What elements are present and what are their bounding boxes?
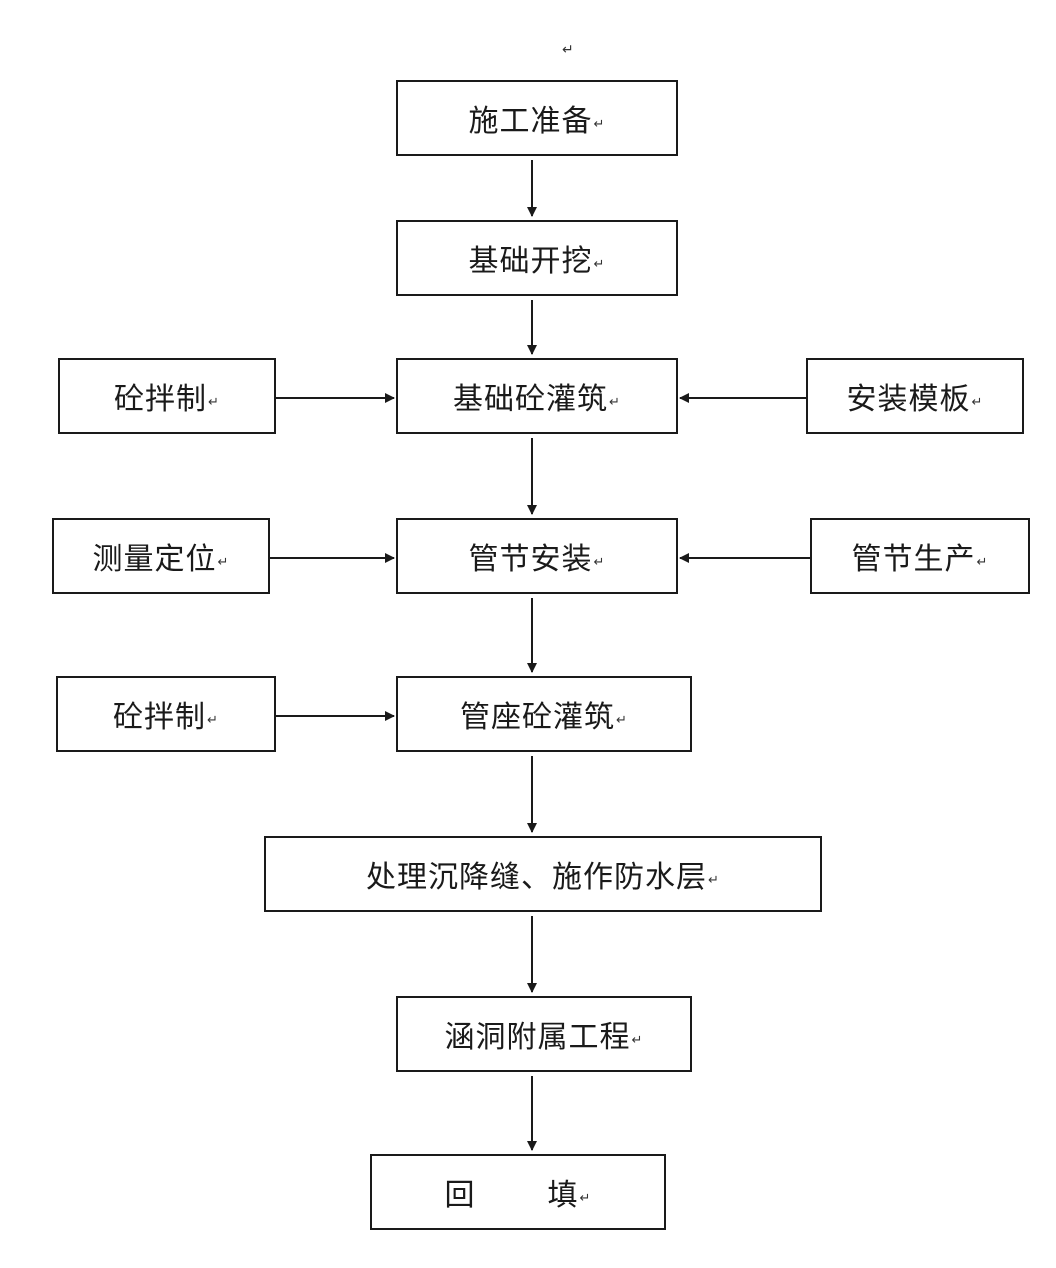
step-foundation-excavation: 基础开挖↵	[396, 220, 678, 296]
step-label: 管节安装	[468, 542, 593, 577]
paragraph-mark: ↵	[708, 872, 720, 888]
input-label: 管节生产	[851, 542, 976, 577]
step-foundation-concrete-pour: 基础砼灌筑↵	[396, 358, 678, 434]
paragraph-mark: ↵	[579, 1190, 592, 1206]
input-install-formwork: 安装模板↵	[806, 358, 1024, 434]
paragraph-mark: ↵	[217, 554, 230, 570]
paragraph-mark: ↵	[631, 1032, 644, 1048]
step-label: 基础砼灌筑	[453, 382, 609, 417]
step-label: 涵洞附属工程	[444, 1020, 631, 1055]
step-pipe-installation: 管节安装↵	[396, 518, 678, 594]
paragraph-mark: ↵	[208, 394, 220, 410]
step-label: 施工准备	[468, 104, 593, 139]
paragraph-mark: ↵	[593, 256, 606, 272]
paragraph-mark: ↵	[593, 116, 606, 132]
step-backfill: 回 填↵	[370, 1154, 666, 1230]
step-label: 管座砼灌筑	[460, 700, 616, 735]
step-label: 处理沉降缝、施作防水层	[366, 860, 708, 895]
paragraph-mark: ↵	[609, 394, 621, 410]
step-label-part-2: 填	[547, 1178, 579, 1213]
input-label: 砼拌制	[114, 382, 208, 417]
step-label-part-1: 回	[444, 1178, 476, 1213]
paragraph-mark: ↵	[593, 554, 606, 570]
step-construction-prep: 施工准备↵	[396, 80, 678, 156]
step-culvert-ancillary-works: 涵洞附属工程↵	[396, 996, 692, 1072]
paragraph-mark: ↵	[971, 394, 984, 410]
input-concrete-mixing-1: 砼拌制↵	[58, 358, 276, 434]
input-survey-positioning: 测量定位↵	[52, 518, 270, 594]
input-concrete-mixing-2: 砼拌制↵	[56, 676, 276, 752]
step-pipe-seat-concrete-pour: 管座砼灌筑↵	[396, 676, 692, 752]
input-label: 砼拌制	[113, 700, 207, 735]
step-label: 基础开挖	[468, 244, 593, 279]
step-joint-and-waterproofing: 处理沉降缝、施作防水层↵	[264, 836, 822, 912]
input-label: 测量定位	[92, 542, 217, 577]
input-label: 安装模板	[846, 382, 971, 417]
paragraph-mark: ↵	[616, 712, 628, 728]
paragraph-mark: ↵	[976, 554, 989, 570]
input-pipe-production: 管节生产↵	[810, 518, 1030, 594]
paragraph-mark: ↵	[207, 712, 219, 728]
paragraph-mark: ↵	[562, 42, 574, 58]
